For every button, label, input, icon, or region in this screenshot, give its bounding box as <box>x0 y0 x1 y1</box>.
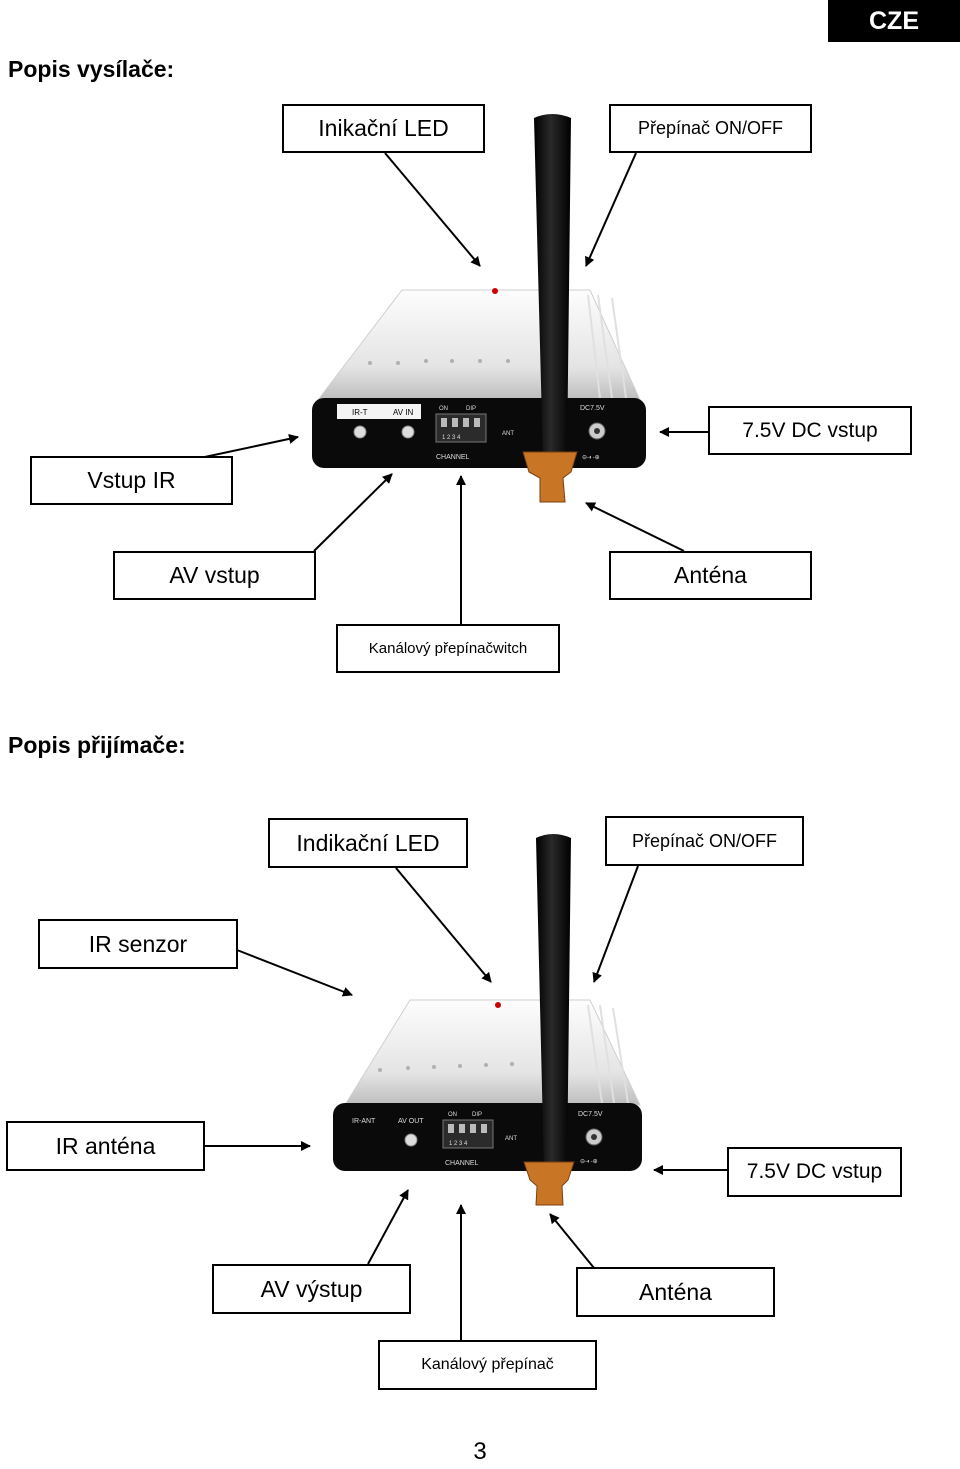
transmitter-label-strip <box>337 404 421 419</box>
receiver-ant-label: ANT <box>505 1136 517 1142</box>
receiver-av-jack <box>404 1133 418 1147</box>
page-number: 3 <box>473 1438 487 1465</box>
transmitter-dc-label: DC7.5V <box>580 405 605 412</box>
tx-av-input-label: AV vstup <box>113 551 316 600</box>
transmitter-dip-numbers: 1 2 3 4 <box>442 435 461 441</box>
receiver-polarity-symbol: ⊖-◐-⊕ <box>580 1159 598 1165</box>
transmitter-dip-label: DIP <box>466 406 476 412</box>
receiver-arrows <box>204 865 727 1340</box>
receiver-channel-label: CHANNEL <box>445 1160 479 1167</box>
rx-ir-sensor-label: IR senzor <box>38 919 238 969</box>
receiver-dip-numbers: 1 2 3 4 <box>449 1141 468 1147</box>
arrow-rx-power-switch <box>592 865 639 983</box>
arrow-tx-antenna <box>585 502 685 552</box>
receiver-antenna <box>536 834 571 1172</box>
receiver-dip-levers <box>448 1124 487 1133</box>
arrow-rx-antenna <box>549 1213 595 1269</box>
transmitter-arrows <box>199 152 708 624</box>
language-badge: CZE <box>828 0 960 42</box>
transmitter-reflection-lines <box>587 294 627 399</box>
receiver-antenna-base <box>523 1161 575 1206</box>
transmitter-av-in-label: AV IN <box>393 408 414 417</box>
transmitter-top-dots <box>368 359 510 365</box>
arrow-tx-power-switch <box>585 152 637 267</box>
transmitter-ir-jack <box>353 425 367 439</box>
transmitter-ant-label: ANT <box>502 431 514 437</box>
rx-av-output-label: AV výstup <box>212 1264 411 1314</box>
transmitter-led-dot <box>492 288 498 294</box>
arrow-tx-av-input <box>313 473 393 552</box>
receiver-device: IR-ANT AV OUT ON DIP 1 2 3 4 CHANNEL ANT… <box>333 834 642 1206</box>
transmitter-channel-label: CHANNEL <box>436 454 470 461</box>
transmitter-polarity-symbol: ⊖-◐-⊕ <box>582 455 600 461</box>
transmitter-antenna-base <box>522 451 578 503</box>
tx-power-switch-label: Přepínač ON/OFF <box>609 104 812 153</box>
arrow-tx-led <box>384 152 481 267</box>
tx-antenna-label: Anténa <box>609 551 812 600</box>
rx-dc-input-label: 7.5V DC vstup <box>727 1147 902 1197</box>
receiver-led-dot <box>495 1002 501 1008</box>
receiver-title: Popis přijímače: <box>8 732 186 758</box>
receiver-dc-label: DC7.5V <box>578 1111 603 1118</box>
arrow-tx-ir-input <box>199 433 299 459</box>
tx-led-label: Inikační LED <box>282 104 485 153</box>
transmitter-dip-on-label: ON <box>439 406 448 412</box>
rx-led-label: Indikační LED <box>268 818 468 868</box>
transmitter-antenna <box>534 114 571 460</box>
receiver-top-dots <box>378 1062 514 1072</box>
rx-antenna-label: Anténa <box>576 1267 775 1317</box>
arrow-rx-ir-sensor <box>236 949 353 997</box>
rx-channel-switch-label: Kanálový přepínač <box>378 1340 597 1390</box>
rx-power-switch-label: Přepínač ON/OFF <box>605 816 804 866</box>
receiver-reflection-lines <box>587 1004 629 1104</box>
receiver-ir-ant-label: IR-ANT <box>352 1118 376 1125</box>
transmitter-title: Popis vysílače: <box>8 56 175 82</box>
tx-dc-input-label: 7.5V DC vstup <box>708 406 912 455</box>
receiver-av-out-label: AV OUT <box>398 1118 424 1125</box>
transmitter-dip-levers <box>441 418 480 427</box>
transmitter-ir-t-label: IR-T <box>352 408 368 417</box>
arrow-rx-av-output <box>367 1189 409 1265</box>
transmitter-device: IR-T AV IN ON DIP 1 2 3 4 CHANNEL ANT DC… <box>312 114 646 503</box>
arrow-rx-led <box>395 867 492 983</box>
receiver-dip-label: DIP <box>472 1112 482 1118</box>
transmitter-body <box>316 289 641 401</box>
receiver-dip-on-label: ON <box>448 1112 457 1118</box>
tx-channel-switch-label: Kanálový přepínačwitch <box>336 624 560 673</box>
rx-ir-antenna-label: IR anténa <box>6 1121 205 1171</box>
transmitter-av-jack <box>401 425 415 439</box>
tx-ir-input-label: Vstup IR <box>30 456 233 505</box>
